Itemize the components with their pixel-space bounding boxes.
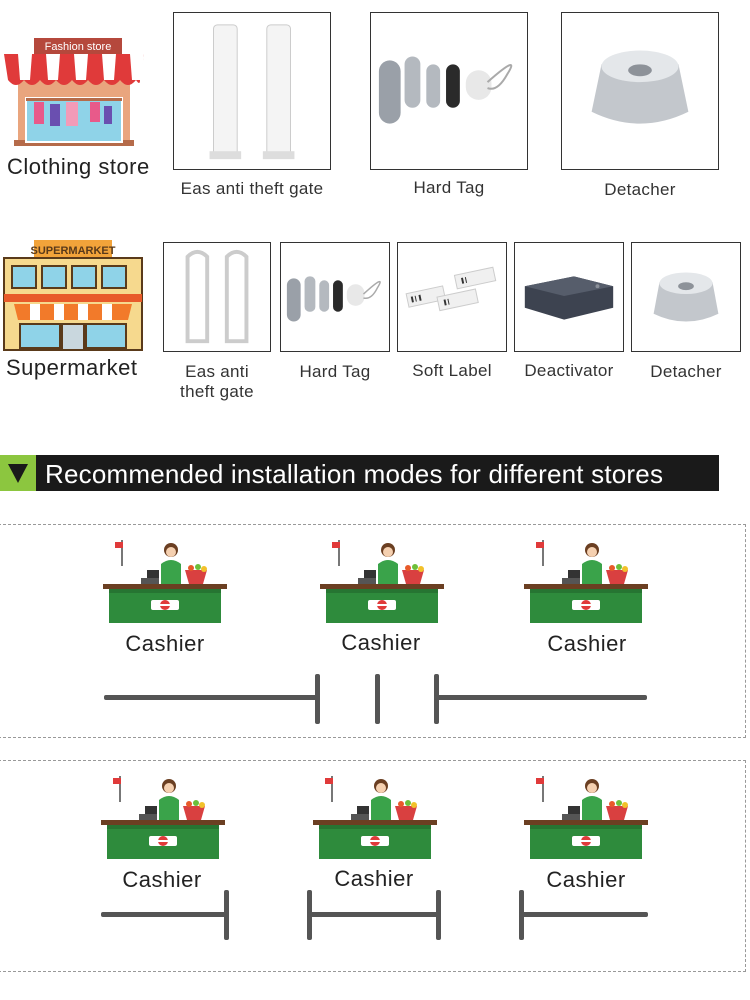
deactivator-image [524, 276, 614, 320]
soft-label-image [405, 266, 497, 312]
caption-detacher-supermarket: Detacher [650, 362, 722, 381]
gate-rail [519, 912, 648, 917]
store-label-supermarket: Supermarket [6, 355, 138, 380]
caption-eas-gate-clothing: Eas anti theft gate [180, 179, 324, 198]
gate-rail [101, 912, 227, 917]
gate-rail [104, 695, 318, 700]
eas-gate-image [209, 24, 295, 160]
installation-mode-1 [0, 524, 746, 738]
product-card-detacher-clothing [561, 12, 719, 170]
gate-rail [434, 695, 647, 700]
store-label-clothing: Clothing store [7, 154, 150, 179]
supermarket-sign: SUPERMARKET [31, 245, 116, 257]
gate-rail [307, 912, 441, 917]
caption-detacher-clothing: Detacher [604, 180, 676, 199]
gate-antenna [436, 890, 441, 940]
cashier-counter-icon [103, 540, 227, 623]
cashier-counter-icon [524, 540, 648, 623]
caption-deactivator-supermarket: Deactivator [524, 361, 614, 380]
detacher-image [591, 50, 689, 124]
installation-mode-2 [0, 760, 746, 972]
triangle-down-icon [8, 464, 28, 483]
hard-tag-image [378, 56, 513, 124]
cashier-counter-icon [320, 540, 444, 623]
caption-hard-tag-supermarket: Hard Tag [299, 362, 371, 381]
section-title: Recommended installation modes for diffe… [45, 459, 664, 489]
fashion-store-sign: Fashion store [45, 41, 112, 53]
product-card-deactivator-supermarket [514, 242, 624, 352]
cashier-counter-icon [313, 776, 437, 859]
product-card-hard-tag-supermarket [280, 242, 390, 352]
eas-gate-image [185, 249, 249, 344]
product-card-detacher-supermarket [631, 242, 741, 352]
detacher-image [653, 272, 719, 322]
section-banner: Recommended installation modes for diffe… [0, 455, 719, 491]
clothing-store-icon: Fashion store [4, 36, 144, 148]
product-card-eas-gate-supermarket [163, 242, 271, 352]
cashier-label: Cashier [341, 630, 421, 655]
cashier-label: Cashier [334, 866, 414, 891]
product-card-soft-label-supermarket [397, 242, 507, 352]
hard-tag-image [286, 276, 381, 322]
cashier-counter-icon [524, 776, 648, 859]
product-card-eas-gate-clothing [173, 12, 331, 170]
caption-soft-label-supermarket: Soft Label [412, 361, 492, 380]
cashier-label: Cashier [547, 631, 627, 656]
cashier-label: Cashier [122, 867, 202, 892]
cashier-counter-icon [101, 776, 225, 859]
banner-accent [0, 455, 36, 491]
supermarket-icon: SUPERMARKET [0, 240, 146, 352]
cashier-label: Cashier [546, 867, 626, 892]
gate-antenna [224, 890, 229, 940]
caption-hard-tag-clothing: Hard Tag [413, 178, 485, 197]
gate-antenna [375, 674, 380, 724]
caption-eas-gate-supermarket: Eas anti theft gate [180, 362, 254, 401]
product-card-hard-tag-clothing [370, 12, 528, 170]
cashier-label: Cashier [125, 631, 205, 656]
gate-antenna [315, 674, 320, 724]
